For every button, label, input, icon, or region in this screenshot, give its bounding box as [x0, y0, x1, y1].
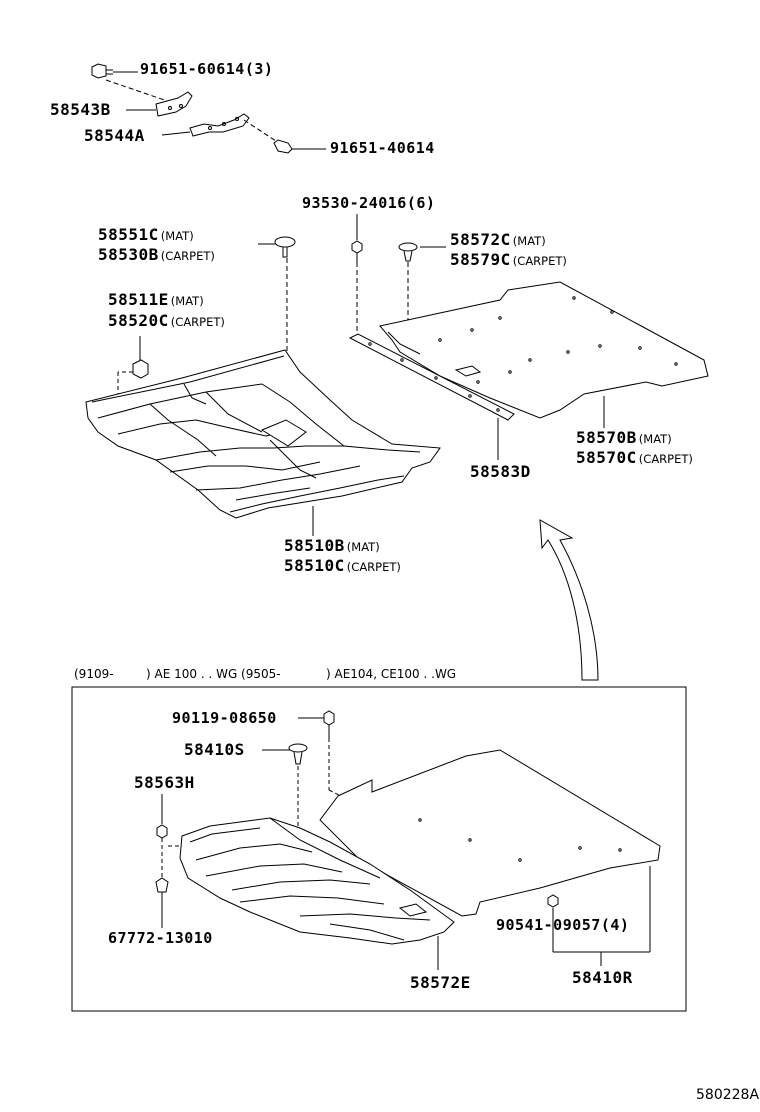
label-58510B: 58510B(MAT)	[284, 538, 380, 554]
label-90541-09057: 90541-09057(4)	[496, 916, 630, 934]
label-58520C-carpet: (CARPET)	[170, 315, 225, 329]
label-58511E-code: 58511E	[108, 290, 169, 309]
floor-mat-58510	[85, 349, 441, 519]
condition-start: (9109-	[74, 667, 114, 681]
label-58572C-code: 58572C	[450, 230, 511, 249]
label-58579C: 58579C(CARPET)	[450, 252, 567, 268]
label-58510C-code: 58510C	[284, 556, 345, 575]
diagram-code: 580228A	[696, 1087, 760, 1103]
label-58551C-mat: (MAT)	[160, 229, 194, 243]
bolt-91651-40614	[273, 139, 293, 154]
label-58510B-mat: (MAT)	[346, 540, 380, 554]
label-58410R: 58410R	[572, 968, 633, 987]
label-58510C: 58510C(CARPET)	[284, 558, 401, 574]
label-58572E: 58572E	[410, 973, 471, 992]
label-58570B-mat: (MAT)	[638, 432, 672, 446]
label-58530B-carpet: (CARPET)	[160, 249, 215, 263]
bolt-90119-08650	[323, 710, 335, 738]
bolt-91651-60614	[91, 63, 113, 79]
label-58410S: 58410S	[184, 740, 245, 759]
strip-58583D	[348, 333, 515, 421]
luggage-mat-58410R	[319, 749, 661, 917]
label-93530-24016: 93530-24016(6)	[302, 194, 436, 212]
clip-58410S	[288, 743, 308, 765]
label-58579C-carpet: (CARPET)	[512, 254, 567, 268]
clip-67772-13010	[155, 877, 169, 893]
variant-box	[71, 686, 687, 1012]
label-58551C-code: 58551C	[98, 225, 159, 244]
label-58510B-code: 58510B	[284, 536, 345, 555]
label-58551C: 58551C(MAT)	[98, 227, 194, 243]
label-58530B: 58530B(CARPET)	[98, 247, 215, 263]
label-58570B-code: 58570B	[576, 428, 637, 447]
label-58520C-code: 58520C	[108, 311, 169, 330]
label-58511E-mat: (MAT)	[170, 294, 204, 308]
label-67772-13010: 67772-13010	[108, 929, 213, 947]
label-58583D: 58583D	[470, 462, 531, 481]
label-58511E: 58511E(MAT)	[108, 292, 204, 308]
label-91651-40614: 91651-40614	[330, 139, 435, 157]
label-58570C-carpet: (CARPET)	[638, 452, 693, 466]
label-58572C: 58572C(MAT)	[450, 232, 546, 248]
label-58572C-mat: (MAT)	[512, 234, 546, 248]
label-58579C-code: 58579C	[450, 250, 511, 269]
clip-58551C	[274, 236, 296, 258]
label-90119-08650: 90119-08650	[172, 709, 277, 727]
label-58543B: 58543B	[50, 100, 111, 119]
label-58510C-carpet: (CARPET)	[346, 560, 401, 574]
luggage-mat-58570	[379, 281, 709, 419]
screw-93530-24016	[351, 240, 363, 262]
label-91651-60614: 91651-60614(3)	[140, 60, 274, 78]
label-58520C: 58520C(CARPET)	[108, 313, 225, 329]
label-58544A: 58544A	[84, 126, 145, 145]
bracket-58543B	[155, 91, 193, 117]
clip-58572C	[398, 242, 418, 262]
screw-90541-09057	[547, 894, 559, 908]
direction-arrow	[539, 519, 599, 681]
condition-mid: ) AE 100 . . WG (9505-	[146, 667, 281, 681]
floor-mat-58572E	[179, 817, 455, 945]
label-58563H: 58563H	[134, 773, 195, 792]
label-58530B-code: 58530B	[98, 245, 159, 264]
condition-end: ) AE104, CE100 . .WG	[326, 667, 457, 681]
label-58570C-code: 58570C	[576, 448, 637, 467]
label-58570B: 58570B(MAT)	[576, 430, 672, 446]
clip-58563H	[156, 824, 168, 839]
clip-58511E	[132, 359, 149, 379]
label-58570C: 58570C(CARPET)	[576, 450, 693, 466]
bracket-58544A	[189, 113, 250, 137]
